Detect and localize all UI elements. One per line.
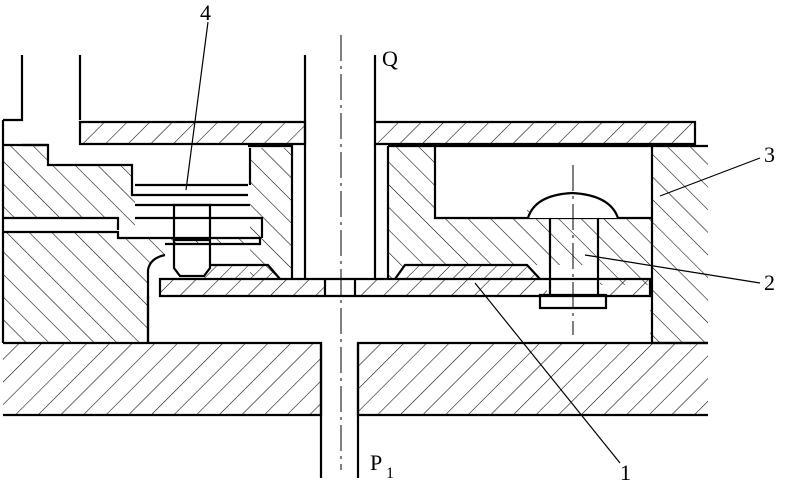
left-inner-wall (22, 143, 294, 278)
part-4-plunger (172, 203, 212, 278)
central-shaft (303, 35, 377, 478)
right-seat-boss (394, 263, 541, 280)
label-inlet-p: P (370, 450, 382, 475)
part-1-valve-plate (146, 277, 652, 343)
bottom-plate-right (356, 341, 708, 417)
guide-channel (135, 183, 264, 238)
label-part-2: 2 (764, 270, 775, 295)
bottom-plate-left (3, 341, 323, 417)
leader-lines (185, 21, 761, 464)
label-part-4: 4 (200, 0, 211, 25)
label-outlet-q: Q (382, 46, 398, 71)
left-top-tube (3, 55, 307, 146)
left-seat-boss (200, 263, 281, 280)
left-body-block (1, 120, 262, 343)
label-inlet-subscript: 1 (386, 465, 394, 482)
right-top-tube (373, 55, 697, 146)
part-3-body (386, 144, 708, 345)
label-part-1: 1 (620, 460, 631, 483)
label-part-3: 3 (764, 142, 775, 167)
